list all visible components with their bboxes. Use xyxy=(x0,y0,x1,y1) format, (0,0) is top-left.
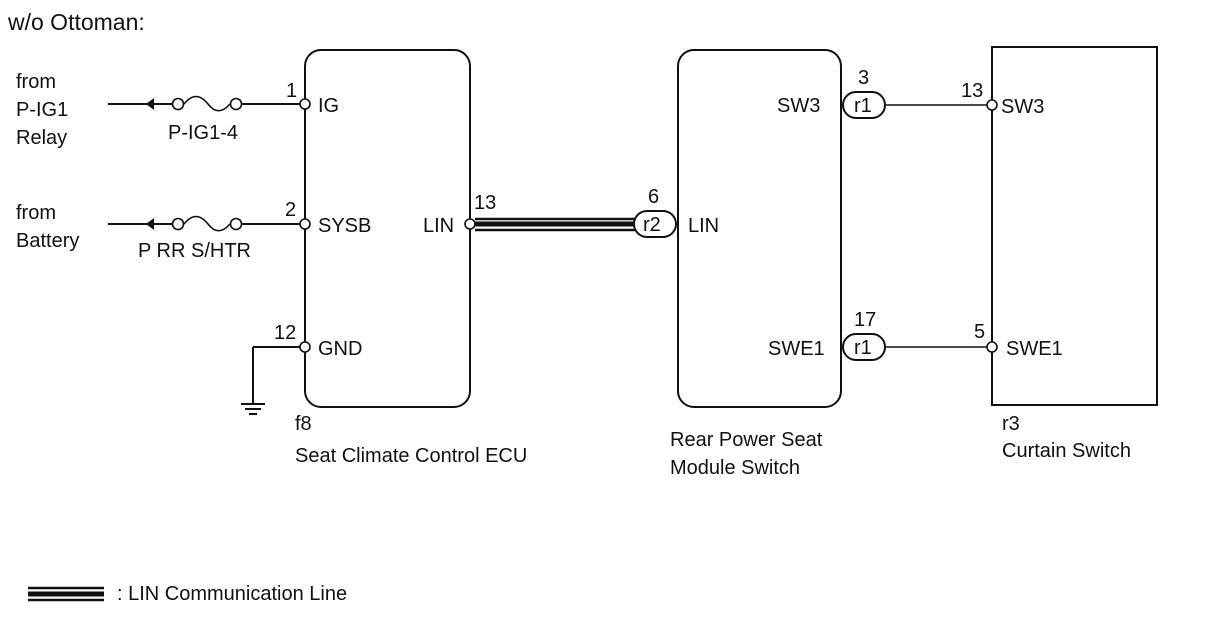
ecu-pin-sysb: 2 SYSB xyxy=(285,199,371,237)
svg-text:P RR S/HTR: P RR S/HTR xyxy=(138,240,251,262)
legend: : LIN Communication Line xyxy=(28,583,347,605)
svg-text:SYSB: SYSB xyxy=(318,215,371,237)
module-pin-sw3: SW3 r1 3 xyxy=(777,67,987,119)
ecu-pin-lin: LIN 13 xyxy=(423,192,496,237)
svg-text:Battery: Battery xyxy=(16,230,79,252)
curtain-name: Curtain Switch xyxy=(1002,440,1131,462)
ecu-name: Seat Climate Control ECU xyxy=(295,445,527,467)
arrow-icon xyxy=(146,98,154,110)
svg-text:12: 12 xyxy=(274,322,296,344)
svg-text:3: 3 xyxy=(858,67,869,89)
svg-text:13: 13 xyxy=(474,192,496,214)
svg-text:Relay: Relay xyxy=(16,127,67,149)
ecu-pin-gnd: 12 GND xyxy=(274,322,362,360)
svg-text:5: 5 xyxy=(974,321,985,343)
diagram-title: w/o Ottoman: xyxy=(7,9,145,35)
ground-icon xyxy=(241,403,265,415)
fuse-icon xyxy=(183,95,231,112)
svg-text:2: 2 xyxy=(285,199,296,221)
ground-connection xyxy=(241,346,300,415)
svg-text:SWE1: SWE1 xyxy=(1006,338,1063,360)
svg-text:r2: r2 xyxy=(643,214,661,236)
ecu-code: f8 xyxy=(295,413,312,435)
ecu-pin-ig: 1 IG xyxy=(286,80,339,117)
svg-text:r1: r1 xyxy=(854,337,872,359)
svg-text:17: 17 xyxy=(854,309,876,331)
svg-text:r1: r1 xyxy=(854,95,872,117)
svg-text:SW3: SW3 xyxy=(1001,96,1044,118)
svg-text:P-IG1-4: P-IG1-4 xyxy=(168,122,238,144)
svg-text:SW3: SW3 xyxy=(777,95,820,117)
svg-text:GND: GND xyxy=(318,338,362,360)
svg-text:13: 13 xyxy=(961,80,983,102)
fuse-icon xyxy=(183,215,231,232)
curtain-code: r3 xyxy=(1002,413,1020,435)
module-name-line1: Rear Power Seat xyxy=(670,429,823,451)
svg-text:from: from xyxy=(16,71,56,93)
svg-text:1: 1 xyxy=(286,80,297,102)
arrow-icon xyxy=(146,218,154,230)
module-pin-lin: r2 6 LIN xyxy=(633,186,719,238)
svg-text:P-IG1: P-IG1 xyxy=(16,99,68,121)
lin-line-legend-icon xyxy=(28,586,104,602)
pig1-input: from P-IG1 Relay P-IG1-4 xyxy=(16,71,300,149)
module-name-line2: Module Switch xyxy=(670,457,800,479)
module-pin-swe1: SWE1 r1 17 xyxy=(768,309,987,361)
lin-bus xyxy=(475,217,636,232)
svg-text:from: from xyxy=(16,202,56,224)
svg-text:LIN: LIN xyxy=(423,215,454,237)
svg-text:6: 6 xyxy=(648,186,659,208)
curtain-pin-sw3: 13 SW3 xyxy=(961,80,1044,118)
svg-text:LIN: LIN xyxy=(688,215,719,237)
svg-text:IG: IG xyxy=(318,95,339,117)
module-switch-box xyxy=(677,49,842,408)
svg-text:: LIN Communication Line: : LIN Communication Line xyxy=(117,583,347,605)
curtain-switch-box xyxy=(991,46,1158,406)
svg-text:SWE1: SWE1 xyxy=(768,338,825,360)
battery-input: from Battery P RR S/HTR xyxy=(16,202,300,262)
curtain-pin-swe1: 5 SWE1 xyxy=(974,321,1063,360)
